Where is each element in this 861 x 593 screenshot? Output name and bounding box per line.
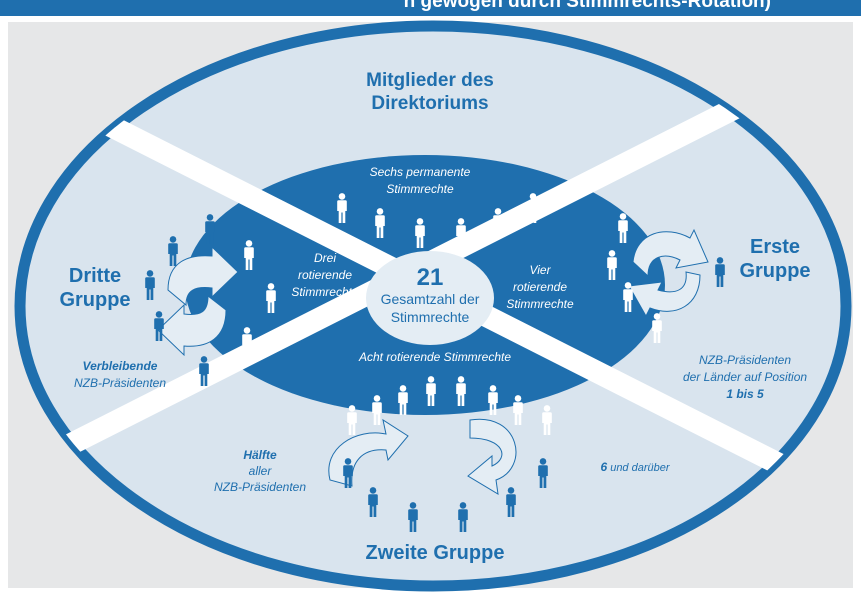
- person-icon-white: [541, 405, 553, 435]
- permanent-line2: Stimmrechte: [386, 181, 454, 196]
- person-icon-white: [374, 208, 386, 238]
- directorate-label: Mitglieder des Direktoriums: [320, 70, 540, 116]
- center-total: 21 Gesamtzahl der Stimmrechte: [360, 265, 500, 327]
- person-icon-white: [487, 385, 499, 415]
- center-oval: [366, 251, 494, 345]
- person-icon-blue: [505, 487, 517, 517]
- person-icon-blue: [367, 487, 379, 517]
- first-rotating-line2: rotierende: [512, 279, 568, 294]
- center-number: 21: [416, 264, 444, 291]
- third-rotating-label: Drei rotierende Stimmrechte: [275, 250, 375, 300]
- second-group-description: 6 und darüber: [570, 460, 700, 475]
- first-rotating-label: Vier rotierende Stimmrechte: [490, 262, 590, 312]
- person-icon-white: [512, 395, 524, 425]
- person-icon-blue: [144, 270, 156, 300]
- person-icon-white: [425, 376, 437, 406]
- person-icon-white: [371, 395, 383, 425]
- person-icon-white: [492, 208, 504, 238]
- person-icon-white: [622, 282, 634, 312]
- second-group-title: Zweite Gruppe: [320, 541, 550, 565]
- header-title: n gewogen durch Stimmrechts-Rotation): [403, 0, 771, 12]
- center-line2: Stimmrechte: [390, 309, 470, 326]
- person-icon-white: [243, 240, 255, 270]
- person-icon-blue: [342, 458, 354, 488]
- first-rotating-line3: Stimmrechte: [506, 296, 574, 311]
- permanent-rights-label: Sechs permanente Stimmrechte: [345, 164, 495, 198]
- person-icon-blue: [537, 458, 549, 488]
- second-rotating-text: Acht rotierende Stimmrechte: [358, 350, 512, 364]
- second-rotating-label: Acht rotierende Stimmrechte: [345, 350, 525, 364]
- person-icon-white: [397, 385, 409, 415]
- third-rotating-line2: rotierende: [297, 267, 353, 282]
- permanent-line1: Sechs permanente: [369, 165, 471, 179]
- person-icon-blue: [407, 502, 419, 532]
- second-group-share: Hälfte aller NZB-Präsidenten: [200, 447, 320, 496]
- person-icon-white: [606, 250, 618, 280]
- person-icon-white: [346, 405, 358, 435]
- header-strip: n gewogen durch Stimmrechts-Rotation): [0, 0, 861, 16]
- person-icon-blue: [167, 236, 179, 266]
- first-group-title-line2: Gruppe: [739, 260, 811, 282]
- person-icon-blue: [153, 311, 165, 341]
- share-bold: Hälfte: [243, 448, 277, 462]
- second-desc-rest: und darüber: [607, 462, 670, 474]
- third-group-title: Dritte Gruppe: [50, 264, 140, 312]
- directorate-line1: Mitglieder des: [366, 70, 494, 91]
- second-group-title-text: Zweite Gruppe: [365, 542, 505, 564]
- directorate-line2: Direktoriums: [371, 92, 489, 114]
- third-rotating-line1: Drei: [313, 251, 336, 265]
- rotation-arrow-first: [628, 228, 709, 318]
- person-icon-white: [455, 218, 467, 248]
- first-desc-line1: NZB-Präsidenten: [698, 353, 792, 367]
- person-icon-blue: [204, 214, 216, 244]
- third-desc-line2: NZB-Präsidenten: [73, 375, 167, 390]
- share-line2: aller: [248, 464, 272, 479]
- third-group-title-line1: Dritte: [68, 265, 122, 287]
- person-icon-white: [241, 327, 253, 357]
- person-icon-white: [651, 313, 663, 343]
- person-icon-white: [617, 213, 629, 243]
- first-rotating-line1: Vier: [529, 263, 551, 277]
- third-group-description: Verbleibende NZB-Präsidenten: [50, 358, 190, 392]
- first-desc-line3: 1 bis 5: [726, 386, 764, 401]
- rotation-arrow-third: [157, 245, 239, 357]
- first-desc-line2: der Länder auf Position: [682, 369, 808, 384]
- second-desc-number: 6: [600, 460, 608, 474]
- first-group-title-line1: Erste: [749, 236, 801, 258]
- first-group-description: NZB-Präsidenten der Länder auf Position …: [660, 352, 830, 402]
- person-icon-white: [414, 218, 426, 248]
- third-desc-bold: Verbleibende: [82, 359, 158, 373]
- person-icon-blue: [457, 502, 469, 532]
- person-icon-white: [455, 376, 467, 406]
- center-line1: Gesamtzahl der: [380, 291, 480, 308]
- third-rotating-line3: Stimmrechte: [291, 284, 359, 299]
- person-icon-blue: [198, 356, 210, 386]
- person-icon-white: [527, 193, 539, 223]
- share-line3: NZB-Präsidenten: [213, 480, 307, 495]
- third-group-title-line2: Gruppe: [59, 289, 131, 311]
- first-group-title: Erste Gruppe: [730, 235, 820, 283]
- person-icon-blue: [714, 257, 726, 287]
